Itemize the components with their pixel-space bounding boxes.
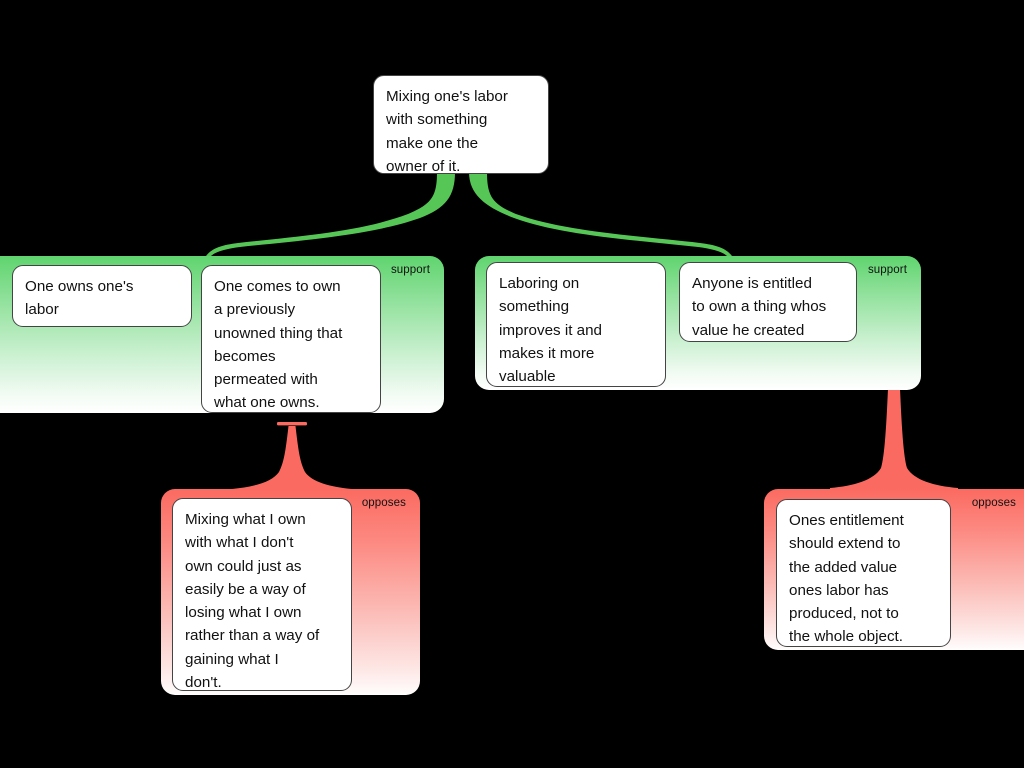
reason-card-text: Laboring on something improves it and ma… [499,275,602,386]
root-claim-text: Mixing one's labor with something make o… [386,88,508,175]
connector-oppose-left-cap [277,422,307,426]
reason-card-one-owns-labor[interactable]: One owns one's labor [12,265,192,327]
reason-card-entitled-to-created-value[interactable]: Anyone is entitled to own a thing whos v… [679,262,857,342]
objection-card-added-value-only[interactable]: Ones entitlement should extend to the ad… [776,499,951,647]
relation-label-opposes-left: opposes [361,497,406,509]
reason-card-text: One owns one's labor [25,278,134,319]
connector-oppose-left [232,422,352,496]
relation-label-opposes-right: opposes [971,497,1016,509]
objection-card-text: Mixing what I own with what I don't own … [185,511,320,692]
reason-card-laboring-improves-value[interactable]: Laboring on something improves it and ma… [486,262,666,387]
objection-card-losing-what-i-own[interactable]: Mixing what I own with what I don't own … [172,498,352,691]
objection-card-text: Ones entitlement should extend to the ad… [789,512,904,646]
reason-card-text: Anyone is entitled to own a thing whos v… [692,275,827,339]
connector-oppose-left-stem [232,426,352,496]
relation-label-support-right: support [867,264,907,276]
relation-label-support-left: support [390,264,430,276]
connector-support-right [469,172,732,268]
reason-card-permeated-with-what-one-owns[interactable]: One comes to own a previously unowned th… [201,265,381,413]
root-claim-card[interactable]: Mixing one's labor with something make o… [373,75,549,175]
connector-oppose-right-stem [830,328,958,496]
connector-support-left [206,172,455,268]
reason-card-text: One comes to own a previously unowned th… [214,278,343,412]
